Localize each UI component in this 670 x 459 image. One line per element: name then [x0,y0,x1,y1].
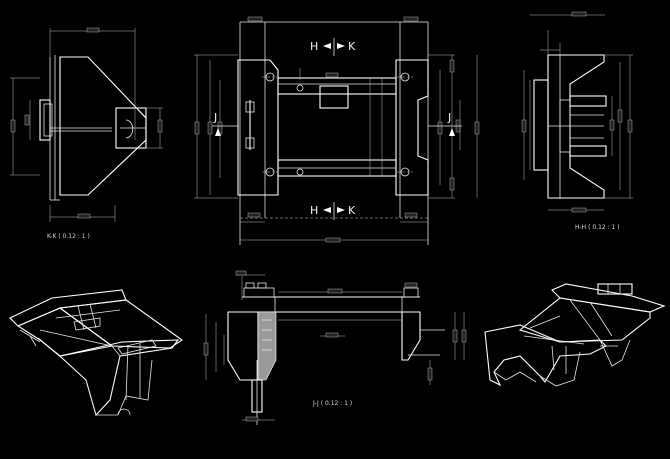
caption-k-k: K-K ( 0.12 : 1 ) [47,233,90,240]
marker-k-top: K [348,40,356,53]
marker-k-bottom: K [348,204,356,217]
marker-j-left: J [213,111,217,124]
marker-j-right: J [447,111,451,124]
view-k-k: K-K ( 0.12 : 1 ) [10,27,163,240]
plan-view: H K H K J J [194,16,480,245]
section-j-j: J-J ( 0.12 : 1 ) [203,270,467,425]
iso-view-right [484,283,666,387]
marker-h-bottom: H [310,204,318,217]
marker-h-top: H [310,40,318,53]
caption-h-h: H-H ( 0.12 : 1 ) [575,224,620,231]
caption-j-j: J-J ( 0.12 : 1 ) [312,400,352,407]
iso-view-left [9,289,183,417]
view-h-h: H-H ( 0.12 : 1 ) [521,11,633,231]
